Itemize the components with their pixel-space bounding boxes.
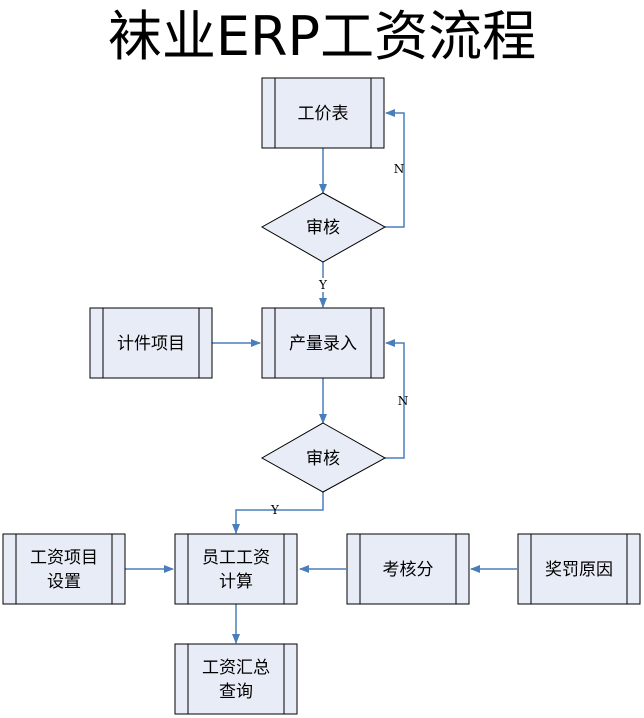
node-salary-summary-label-2: 查询 — [219, 682, 253, 702]
node-output-entry: 产量录入 — [261, 307, 385, 379]
node-assessment: 考核分 — [346, 533, 470, 605]
arrow-audit2-no-loop — [385, 339, 405, 459]
node-piece-items-label: 计件项目 — [117, 334, 185, 354]
node-salary-calc-label-1: 员工工资 — [202, 548, 270, 568]
arrow-audit2-yes-to-calc — [232, 492, 324, 534]
audit2-yes-label: Y — [270, 503, 280, 517]
node-salary-summary: 工资汇总 查询 — [174, 643, 298, 715]
node-reward-reason-label: 奖罚原因 — [545, 560, 613, 580]
node-salary-items-label-1: 工资项目 — [30, 548, 98, 568]
audit1-no-label: N — [394, 162, 405, 176]
node-assessment-label: 考核分 — [383, 560, 434, 580]
arrow-audit1-no-loop — [385, 109, 405, 228]
connectors — [125, 109, 517, 644]
node-audit-2-label: 审核 — [306, 449, 340, 469]
node-price-list: 工价表 — [261, 77, 385, 149]
audit2-no-label: N — [398, 394, 409, 408]
node-audit-1-label: 审核 — [306, 218, 340, 238]
node-reward-reason: 奖罚原因 — [517, 533, 641, 605]
node-price-list-label: 工价表 — [298, 104, 349, 124]
node-audit-1: 审核 — [260, 192, 387, 263]
node-salary-items: 工资项目 设置 — [2, 533, 126, 605]
node-audit-2: 审核 — [260, 422, 387, 493]
node-salary-summary-label-1: 工资汇总 — [202, 658, 270, 678]
page-title: 袜业ERP工资流程 — [107, 5, 537, 68]
audit1-yes-label: Y — [318, 278, 328, 292]
node-piece-items: 计件项目 — [89, 307, 213, 379]
node-salary-calc-label-2: 计算 — [219, 572, 253, 592]
node-salary-items-label-2: 设置 — [47, 572, 81, 592]
node-output-entry-label: 产量录入 — [289, 334, 357, 354]
node-salary-calc: 员工工资 计算 — [174, 533, 298, 605]
